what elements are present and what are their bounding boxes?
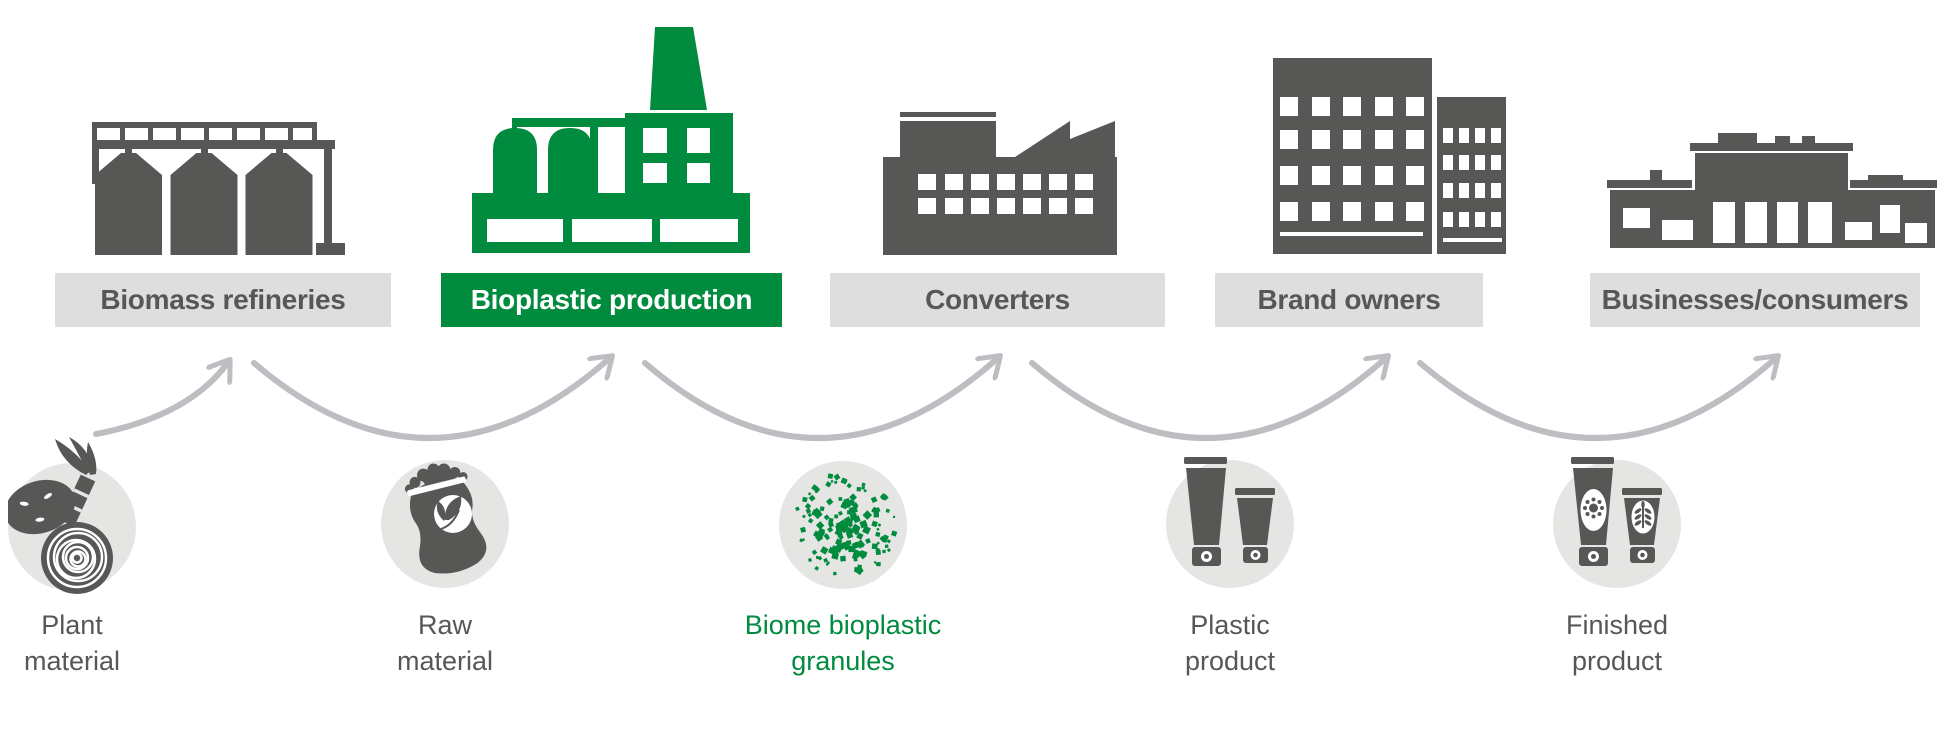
caption-biome-bioplastic-granules: Biome bioplastic granules	[693, 607, 993, 679]
plant-material-icon	[8, 437, 113, 594]
plastic-tubes-icon	[1184, 457, 1275, 566]
large-building	[1273, 58, 1432, 254]
stage-label-text: Brand owners	[1257, 284, 1441, 315]
bioplastic-granules-icon	[795, 473, 898, 576]
caption-line: Finished	[1565, 610, 1669, 640]
plastic-product-circle	[1166, 460, 1294, 588]
stage-label-text: Bioplastic production	[470, 284, 753, 315]
converter-roof	[900, 112, 1115, 157]
sun-symbol	[1583, 497, 1604, 519]
small-tube-labelled	[1622, 488, 1662, 563]
silos	[95, 153, 313, 255]
caption-line: material	[396, 646, 494, 676]
large-tube-labelled	[1571, 457, 1614, 566]
factory-windows	[643, 128, 710, 183]
biomass-silos-icon	[92, 122, 345, 255]
caption-line: product	[1184, 646, 1276, 676]
factory-pipework	[512, 118, 625, 193]
caption-finished-product: Finished product	[1467, 607, 1767, 679]
caption-line: Biome bioplastic	[744, 610, 942, 640]
retail-building-icon	[1607, 133, 1937, 248]
stage-label-text: Businesses/consumers	[1601, 284, 1909, 315]
caption-line: material	[23, 646, 121, 676]
sack-tie-band	[407, 476, 467, 497]
factory-chimney	[650, 27, 707, 110]
sack-leaf-emblem	[434, 495, 472, 533]
stage-label-text: Biomass refineries	[100, 284, 346, 315]
finished-product-circle	[1553, 460, 1681, 588]
small-building-windows	[1443, 128, 1502, 242]
caption-raw-material: Raw material	[295, 607, 595, 679]
small-building	[1437, 97, 1506, 254]
leaf-symbol	[1634, 501, 1652, 528]
small-tube	[1235, 488, 1275, 563]
brand-buildings-icon	[1273, 58, 1506, 254]
granules	[795, 473, 898, 576]
large-tube	[1184, 457, 1227, 566]
retail-windows	[1623, 202, 1927, 243]
caption-line: product	[1571, 646, 1663, 676]
finished-tubes-icon	[1571, 457, 1662, 566]
stage-label-bioplastic-production: Bioplastic production	[441, 273, 782, 327]
large-building-windows	[1280, 97, 1424, 236]
stage-label-converters: Converters	[830, 273, 1165, 327]
caption-line: Plant	[41, 610, 103, 640]
factory-tanks	[493, 128, 592, 195]
retail-roof	[1607, 133, 1937, 190]
silo-downpipe	[316, 140, 345, 255]
caption-plant-material: Plant material	[0, 607, 222, 679]
caption-plastic-product: Plastic product	[1080, 607, 1380, 679]
wood-log	[41, 522, 113, 594]
converter-windows	[918, 174, 1093, 214]
potato	[8, 479, 76, 535]
factory-base-slots	[487, 219, 738, 242]
arrow-granules-to-converters	[642, 357, 999, 441]
arrow-raw-to-production	[251, 357, 611, 441]
stage-label-biomass-refineries: Biomass refineries	[55, 273, 391, 327]
caption-line: Plastic	[1190, 610, 1270, 640]
bioplastic-factory-icon	[472, 27, 750, 253]
arrow-finished-to-businesses	[1417, 357, 1777, 441]
arrow-plastic-to-brand-owners	[1029, 357, 1387, 441]
caption-line: Raw	[417, 610, 472, 640]
caption-line: granules	[791, 646, 895, 676]
stage-label-text: Converters	[925, 284, 1070, 315]
raw-material-sack-icon	[404, 463, 487, 574]
stage-label-brand-owners: Brand owners	[1215, 273, 1483, 327]
converter-factory-icon	[883, 112, 1117, 255]
arrow-plant-to-refinery	[93, 361, 229, 437]
stage-label-businesses-consumers: Businesses/consumers	[1590, 273, 1920, 327]
